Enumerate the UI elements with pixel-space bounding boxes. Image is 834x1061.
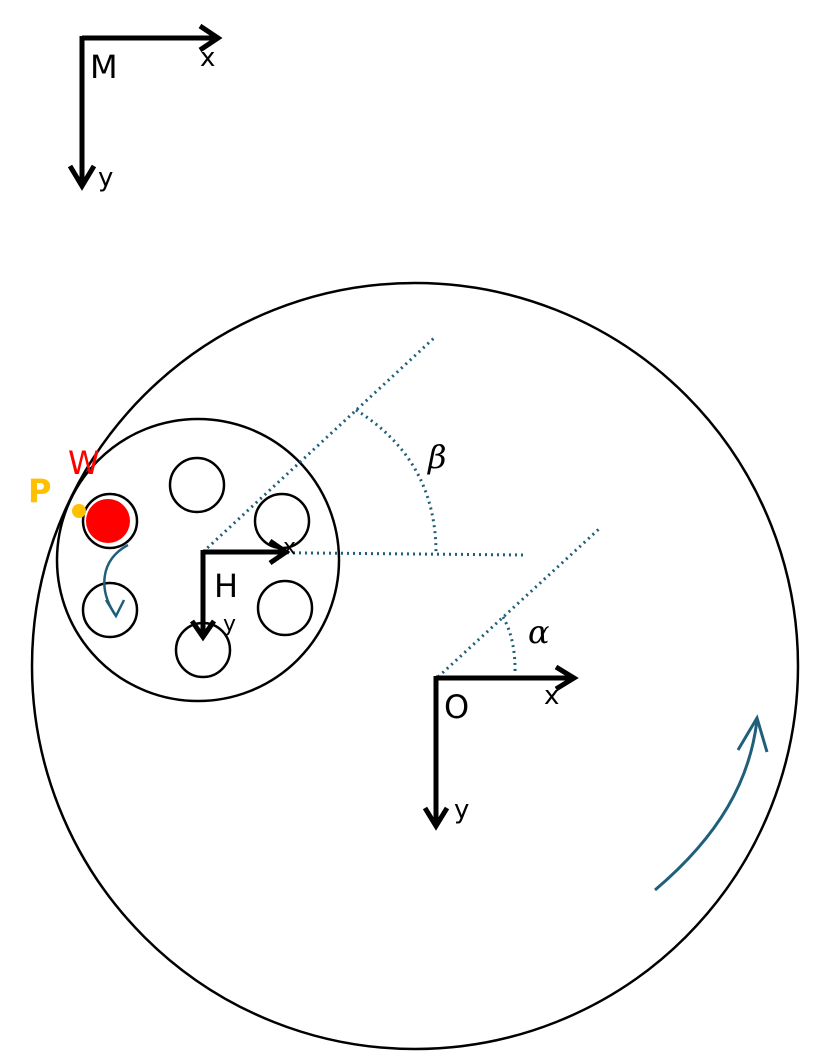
frame-h-x-arrowhead — [268, 538, 291, 566]
frame-o-y-label: y — [454, 795, 469, 825]
frame-m-y-label: y — [98, 163, 113, 193]
pocket-circle — [81, 492, 139, 550]
frame-o-origin-label: O — [444, 688, 469, 726]
frame-o-y-arrowhead — [422, 806, 450, 831]
frame-h: H x y — [189, 535, 296, 642]
pocket-circle — [168, 456, 226, 514]
alpha-label: α — [528, 613, 550, 651]
wafer-rotation-arrowhead-icon — [104, 599, 126, 619]
frame-m-y-arrowhead — [67, 164, 97, 191]
frame-o-x-arrowhead — [554, 664, 579, 692]
frame-m-x-arrowhead — [198, 23, 223, 53]
point-p — [72, 504, 86, 518]
alpha-arc — [501, 616, 517, 676]
wafer-rotation-arrow — [103, 543, 129, 619]
frame-h-x-label: x — [283, 535, 296, 560]
pocket-circle — [81, 581, 139, 639]
wafer-w — [86, 499, 130, 543]
frame-h-y-label: y — [223, 612, 236, 637]
disk-rotation-arrowhead-icon — [736, 714, 769, 753]
beta-label: β — [427, 438, 447, 476]
point-p-label: P — [28, 472, 51, 510]
frame-h-y-arrowhead — [189, 619, 217, 642]
frame-o: O x y — [422, 664, 579, 831]
pocket-group — [81, 456, 314, 679]
outer-disk — [30, 281, 800, 1051]
disk-rotation-arrow — [654, 714, 769, 892]
frame-m: M x y — [67, 23, 223, 193]
wafer-w-label: W — [68, 444, 100, 482]
alpha-guides: α — [436, 526, 602, 679]
pocket-circle — [256, 579, 314, 637]
alpha-guide-ray — [436, 526, 602, 679]
holder-disk — [55, 417, 341, 703]
beta-guide-ray — [201, 336, 436, 554]
beta-guides: β — [201, 336, 525, 557]
frame-m-origin-label: M — [90, 48, 118, 86]
frame-m-x-label: x — [200, 43, 215, 73]
beta-arc — [355, 408, 438, 554]
frame-o-x-label: x — [544, 681, 559, 711]
frame-h-origin-label: H — [214, 567, 238, 605]
disk-rotation-arc — [654, 719, 759, 892]
pocket-circle — [253, 492, 311, 550]
